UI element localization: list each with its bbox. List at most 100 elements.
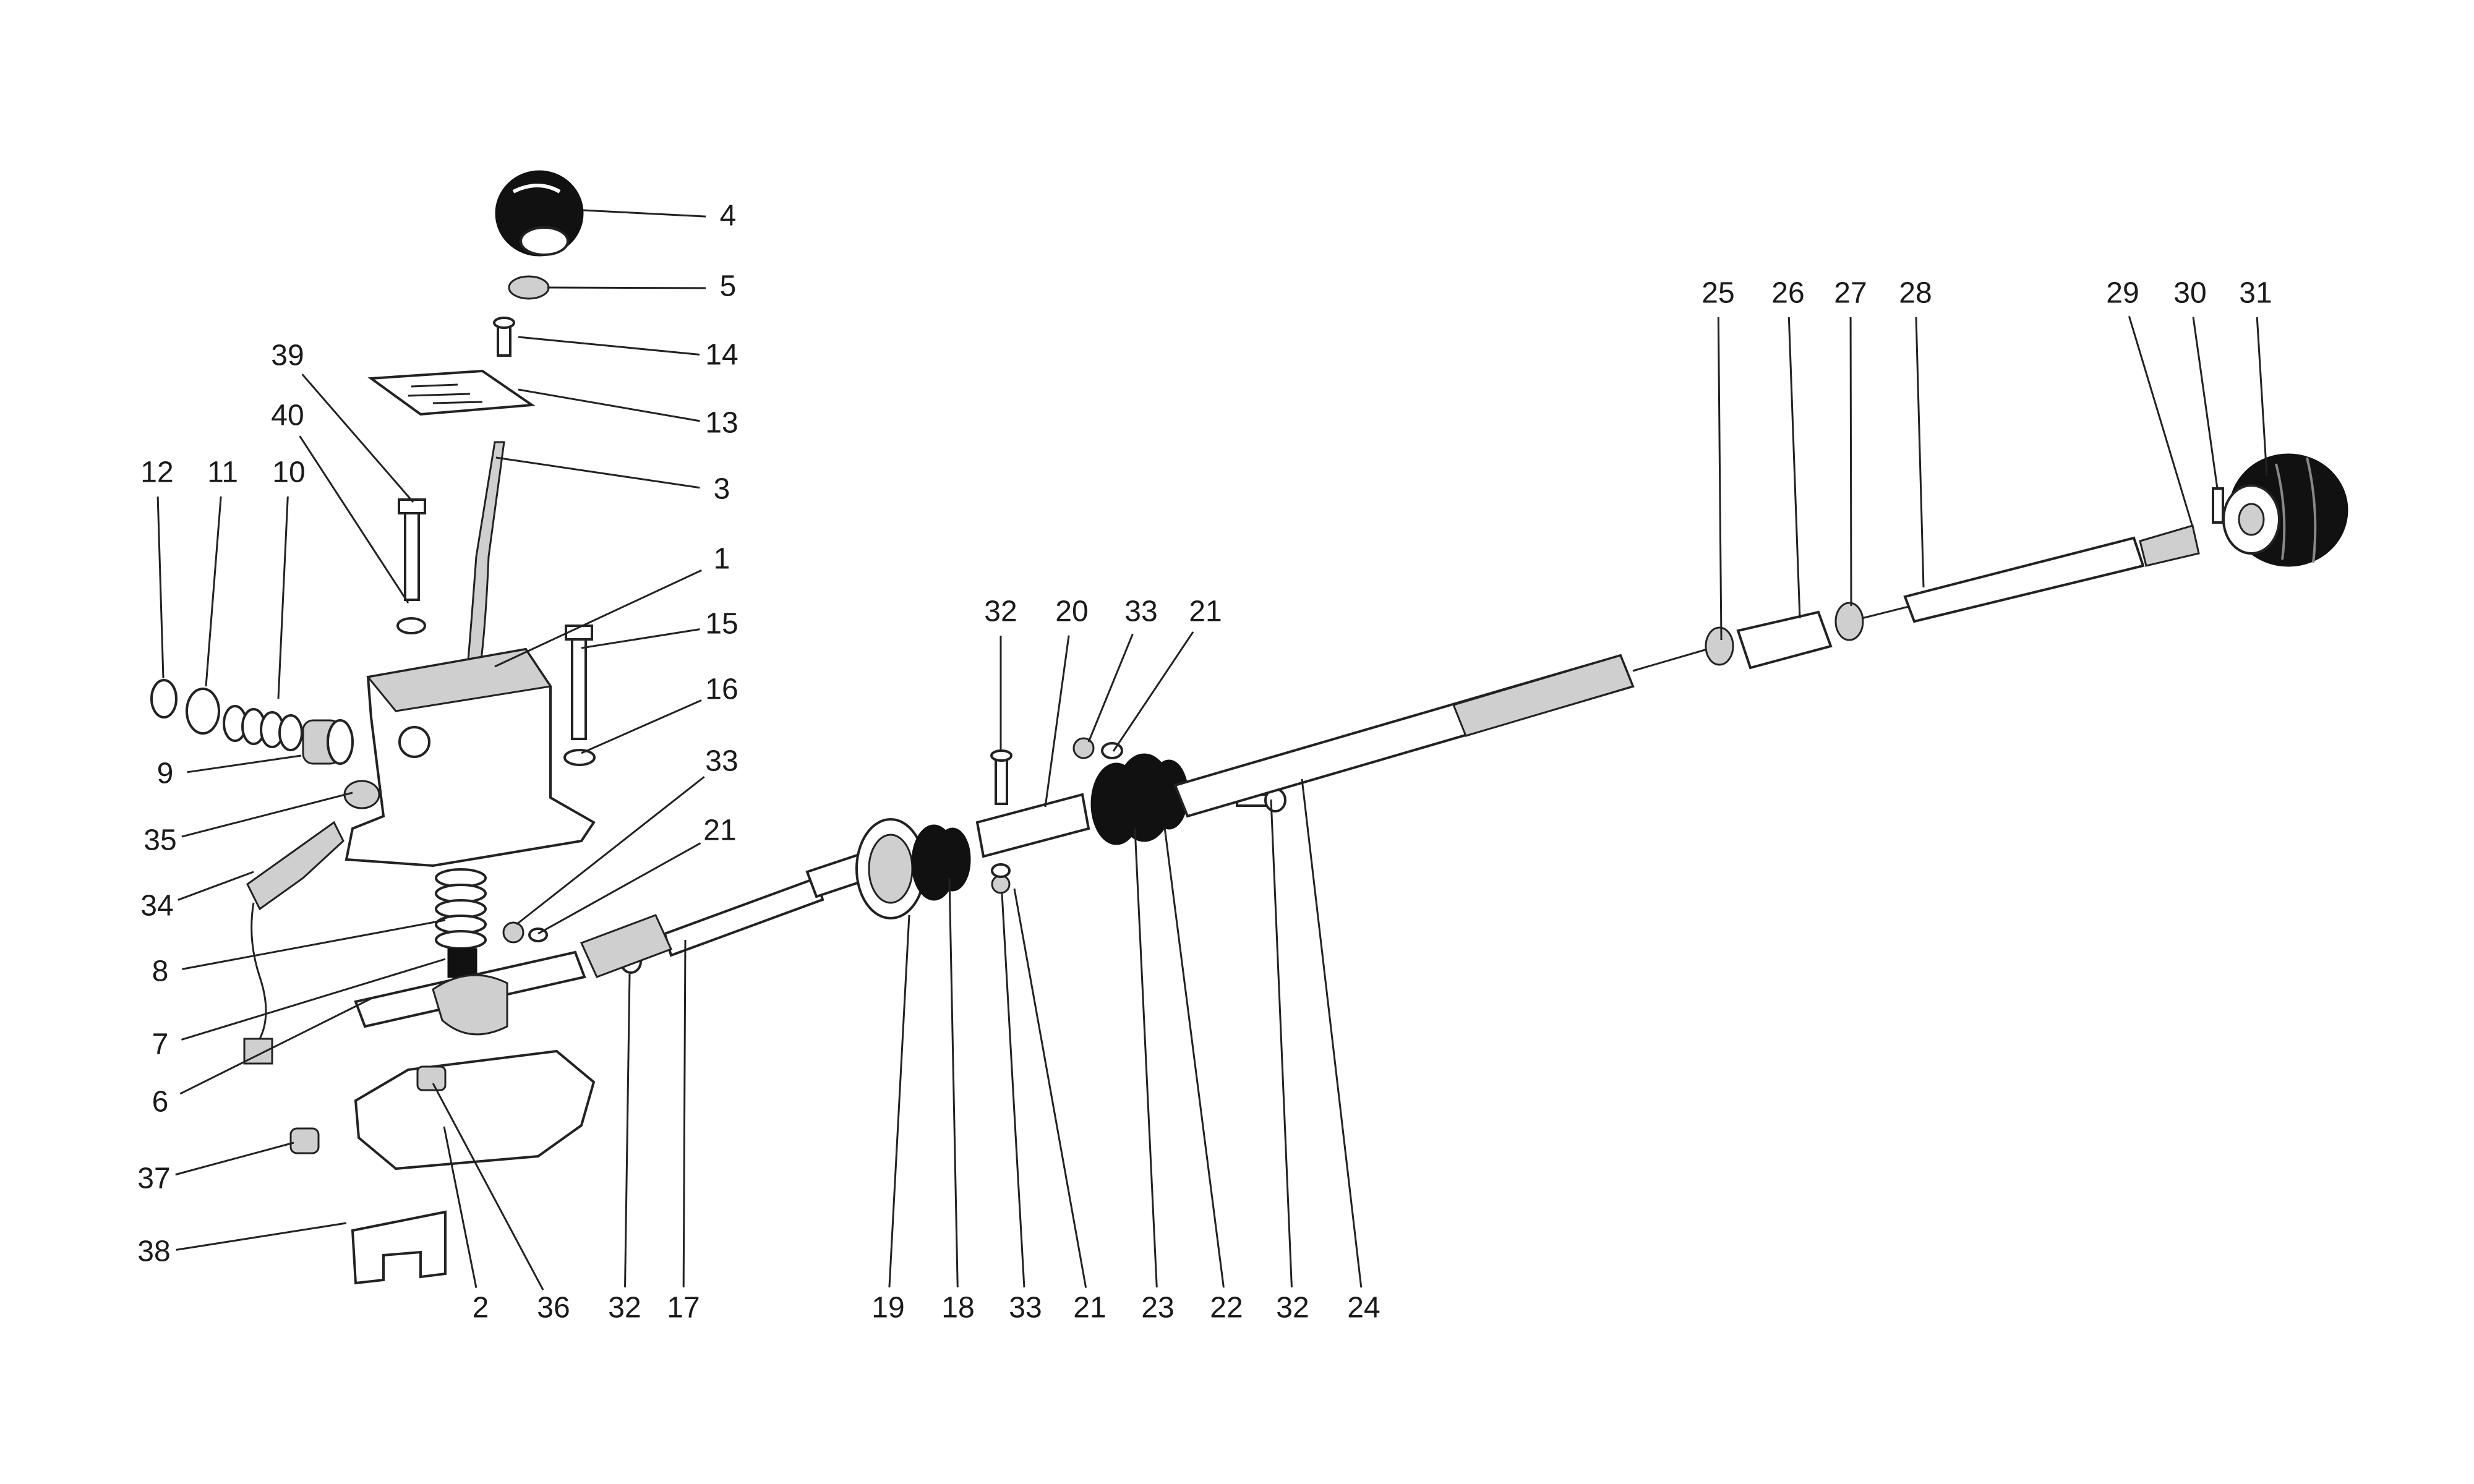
- callout-label-c4: 4: [720, 200, 737, 232]
- rear-rod-tube: [1903, 536, 2145, 623]
- clevis: [2139, 524, 2200, 567]
- shift-housing: [345, 647, 596, 868]
- rear-boot: [1090, 753, 1189, 845]
- callout-label-c31: 31: [2239, 277, 2272, 310]
- coupling-sleeve: [1736, 610, 1833, 670]
- callout-label-c26: 26: [1771, 277, 1804, 310]
- callout-label-c6: 6: [152, 1086, 169, 1119]
- callout-label-c9: 9: [157, 757, 174, 790]
- gear-knob: [495, 170, 584, 257]
- callout-label-c30: 30: [2173, 277, 2206, 310]
- rear-shaft-sleeve: [1452, 654, 1635, 737]
- selector-shaft: [354, 950, 586, 1036]
- callout-label-c27: 27: [1834, 277, 1867, 310]
- callout-label-c21c: 21: [1073, 1292, 1106, 1324]
- callout-label-c11: 11: [207, 456, 238, 489]
- leader-line-c14: [518, 336, 700, 356]
- leader-line-c19: [888, 915, 910, 1288]
- leader-line-c21c: [1013, 888, 1087, 1288]
- leader-line-c36: [432, 1083, 544, 1290]
- knob-nut: [508, 275, 550, 300]
- cap-disc: [186, 688, 220, 735]
- callout-label-c15: 15: [705, 608, 738, 641]
- leader-line-c34: [178, 871, 254, 901]
- callout-label-c3: 3: [714, 473, 730, 506]
- callout-label-c20: 20: [1055, 595, 1088, 628]
- housing-bolt-left: [398, 498, 426, 601]
- leader-line-c15: [581, 628, 700, 649]
- front-boot: [855, 818, 971, 919]
- leader-line-c6: [179, 997, 372, 1095]
- front-u-joint: [580, 914, 673, 978]
- callout-label-c39: 39: [271, 339, 304, 372]
- gear-gate-plate: [367, 369, 536, 416]
- callout-label-c33a: 33: [705, 745, 738, 778]
- callout-label-c18: 18: [941, 1292, 974, 1324]
- front-shaft: [663, 876, 824, 957]
- callout-label-c37: 37: [137, 1162, 170, 1195]
- callout-label-c33b: 33: [1124, 595, 1157, 628]
- leader-line-c1: [494, 569, 703, 668]
- callout-label-c14: 14: [705, 339, 738, 372]
- leader-line-c29: [2128, 316, 2194, 527]
- callout-label-c1: 1: [714, 543, 730, 576]
- leader-line-c21b: [1112, 631, 1194, 752]
- leader-line-c33c: [1001, 893, 1025, 1288]
- seal-ring: [343, 780, 380, 809]
- gear-lever: [466, 441, 505, 675]
- washer-lower: [991, 863, 1011, 878]
- callout-label-c13: 13: [705, 407, 738, 440]
- callout-label-c24: 24: [1347, 1292, 1380, 1324]
- leader-line-c12: [156, 496, 165, 679]
- leader-line-c23: [1134, 828, 1158, 1288]
- center-joint: [975, 749, 1090, 858]
- callout-label-c16: 16: [705, 673, 738, 706]
- housing-bolt-right: [565, 625, 593, 740]
- callout-label-c36: 36: [537, 1292, 570, 1324]
- callout-label-c21a: 21: [703, 814, 736, 847]
- nut-center: [1072, 737, 1095, 759]
- leader-line-c13: [518, 388, 700, 422]
- leader-line-c4: [583, 209, 706, 218]
- leader-line-c33a: [516, 776, 705, 926]
- leader-line-c21a: [537, 842, 701, 935]
- callout-leaders: [156, 209, 2268, 1290]
- leader-line-c32b: [624, 973, 631, 1288]
- side-spring: [223, 705, 303, 751]
- callout-label-c10: 10: [272, 456, 305, 489]
- leader-line-c33b: [1087, 633, 1134, 743]
- leader-line-c9: [187, 754, 302, 774]
- leader-line-c30: [2192, 317, 2219, 489]
- callout-label-c23: 23: [1141, 1292, 1174, 1324]
- callout-label-c32b: 32: [608, 1292, 641, 1324]
- leader-line-c10: [277, 496, 289, 699]
- parts-drawing: [150, 170, 2348, 1285]
- lock-nut: [1705, 626, 1734, 666]
- clevis-pin: [2212, 487, 2224, 524]
- leader-line-c37: [175, 1141, 294, 1176]
- leader-line-c20: [1044, 635, 1070, 808]
- callout-label-c38: 38: [137, 1235, 170, 1268]
- leader-line-c28: [1915, 317, 1925, 588]
- rear-lock-nut: [1834, 602, 1864, 641]
- leader-line-c22: [1163, 827, 1225, 1288]
- callout-label-c25: 25: [1701, 277, 1734, 310]
- nut-lower: [991, 874, 1011, 894]
- leader-line-c38: [176, 1222, 347, 1251]
- callout-label-c8: 8: [152, 955, 169, 988]
- leader-line-c26: [1787, 317, 1801, 619]
- washer-center: [1101, 742, 1123, 759]
- leader-line-c25: [1717, 317, 1723, 641]
- lever-bush: [447, 948, 477, 978]
- leader-line-c3: [495, 456, 700, 489]
- callout-label-c40: 40: [271, 399, 304, 432]
- callout-label-c33c: 33: [1009, 1292, 1042, 1324]
- leader-line-c2: [443, 1126, 477, 1288]
- callout-label-c32c: 32: [1276, 1292, 1309, 1324]
- callout-label-c28: 28: [1899, 277, 1932, 310]
- washer-right: [563, 749, 596, 766]
- callout-label-c22: 22: [1210, 1292, 1243, 1324]
- callout-label-c35: 35: [143, 824, 176, 857]
